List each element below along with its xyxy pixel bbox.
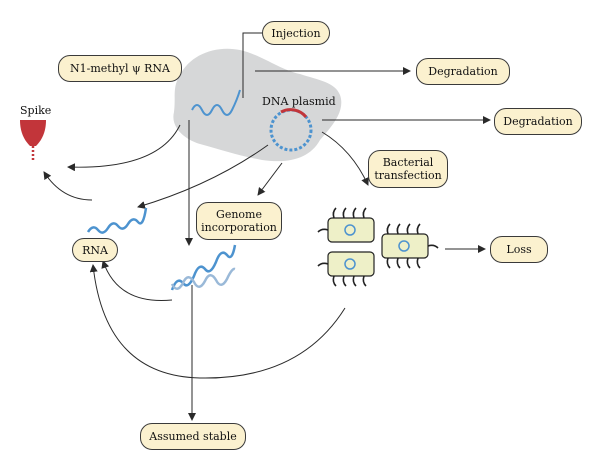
dna-helix-strand-b <box>170 267 236 290</box>
loss-label: Loss <box>490 236 548 263</box>
modified-rna-label: N1-methyl ψ RNA <box>58 55 182 82</box>
degradation-label-2: Degradation <box>494 108 582 135</box>
blob-rna-strand <box>191 89 241 116</box>
arrow-to-bacteria <box>321 131 369 186</box>
arrow-to-spike <box>67 124 181 172</box>
arrow-helix-to-rna <box>101 260 173 302</box>
plasmid-ring <box>269 108 313 152</box>
spike-label: Spike <box>20 104 52 117</box>
dna-plasmid-label: DNA plasmid <box>262 95 336 108</box>
rna-label: RNA <box>72 238 118 262</box>
assumed-stable-label: Assumed stable <box>140 423 246 450</box>
arrow-to-genome <box>257 162 283 196</box>
injection-pointer <box>242 32 262 98</box>
bacterial-transfection-label: Bacterial transfection <box>368 150 448 188</box>
arrow-to-rna-strand <box>137 144 269 209</box>
spike-head <box>20 120 46 146</box>
arrow-rna-to-spike <box>43 171 93 201</box>
injection-label: Injection <box>262 21 330 45</box>
bacteria-group <box>317 207 439 287</box>
injection-blob <box>173 48 342 162</box>
degradation-label-1: Degradation <box>416 58 510 85</box>
rna-strand <box>86 207 148 234</box>
genome-incorporation-label: Genome incorporation <box>196 202 282 240</box>
arrow-bacteria-to-rna <box>89 264 346 379</box>
plasmid-insert <box>280 108 308 119</box>
